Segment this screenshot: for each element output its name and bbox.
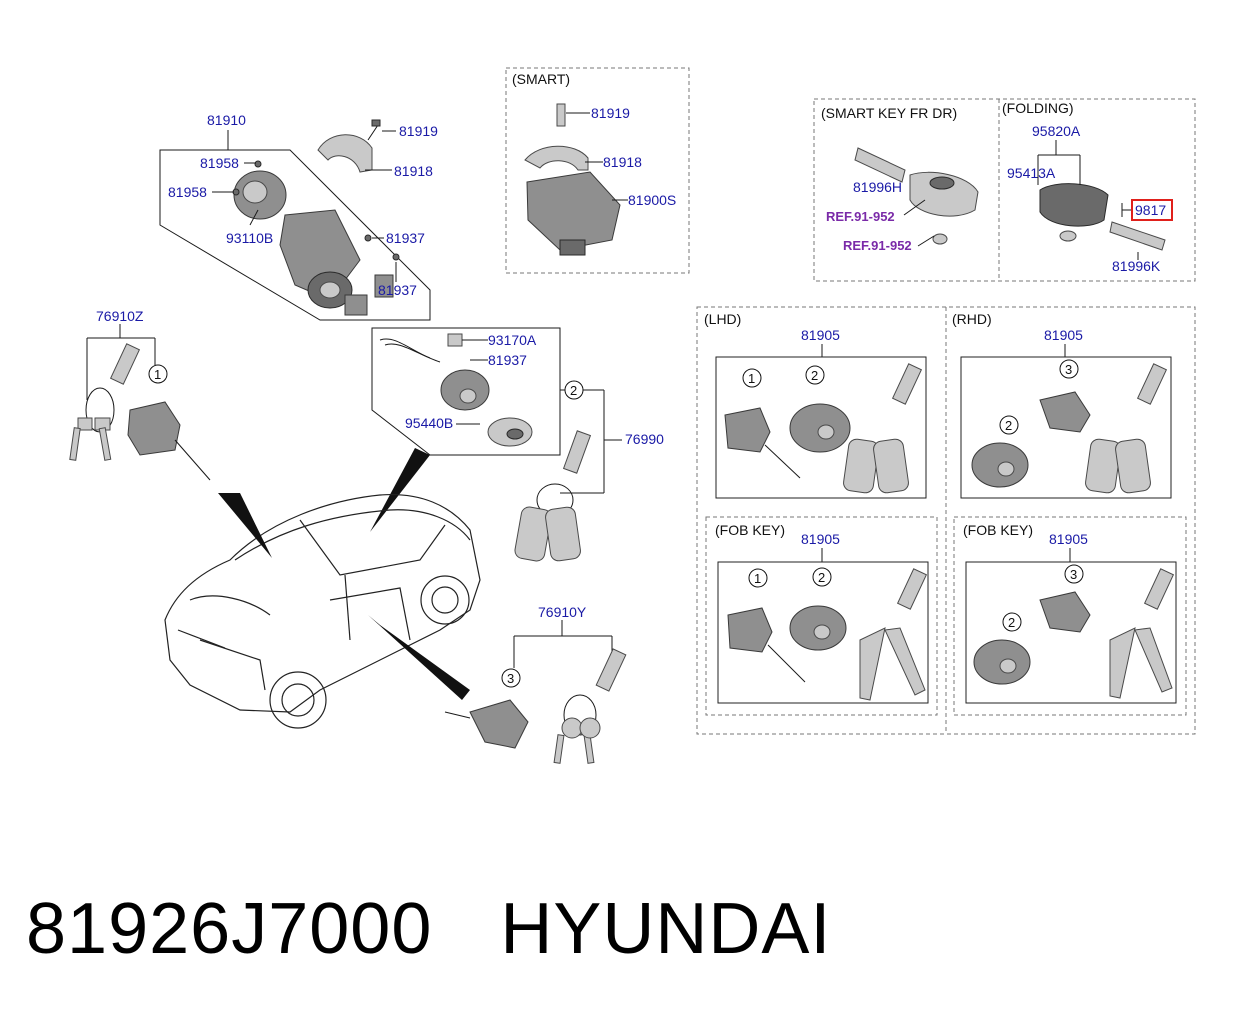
label-81905-a: 81905	[801, 327, 840, 343]
key-blade-icon	[98, 427, 112, 461]
smart-section: (SMART) 81919 81918 81900S	[505, 67, 690, 274]
label-81918-a: 81918	[394, 163, 433, 179]
key-blade-icon	[1109, 627, 1136, 699]
pointer-arrow-icon	[368, 615, 470, 700]
door-lock-cylinder-icon	[469, 699, 529, 749]
section-smart-key-fr-dr: (SMART KEY FR DR)	[821, 105, 957, 121]
pointer-arrow-icon	[370, 448, 430, 532]
highlight-box	[1131, 199, 1173, 221]
callout-3: 3	[1065, 362, 1072, 377]
label-81996k: 81996K	[1112, 258, 1161, 274]
fob-icon	[545, 506, 581, 562]
bolt-icon	[556, 103, 566, 127]
section-fob-key-right: (FOB KEY)	[963, 522, 1033, 538]
callout-2: 2	[570, 383, 577, 398]
key-tag-icon	[891, 363, 923, 405]
ref-91-952-b: REF.91-952	[843, 238, 912, 253]
vehicle-illustration	[164, 493, 481, 729]
section-folding: (FOLDING)	[1002, 100, 1074, 116]
section-lhd: (LHD)	[704, 311, 741, 327]
key-set-76990: 2 76990	[514, 380, 664, 562]
door-lock-cylinder-icon	[1039, 391, 1091, 433]
smart-key-folding-section: (SMART KEY FR DR) (FOLDING) 81996H REF.9…	[813, 98, 1196, 282]
key-tag-icon	[109, 343, 141, 385]
label-95413a: 95413A	[1007, 165, 1056, 181]
label-95440b: 95440B	[405, 415, 453, 431]
smart-key-fob-icon	[909, 171, 979, 217]
key-tag-icon	[1136, 363, 1168, 405]
label-76910z: 76910Z	[96, 308, 144, 324]
key-blade-icon	[553, 734, 565, 764]
callout-2: 2	[1005, 418, 1012, 433]
key-set-76910y: 76910Y 3	[444, 604, 627, 764]
folding-key-fob-icon	[1039, 183, 1109, 227]
label-76910y: 76910Y	[538, 604, 587, 620]
bracket-icon	[317, 134, 373, 173]
pointer-arrow-icon	[218, 493, 272, 558]
section-fob-key-left: (FOB KEY)	[715, 522, 785, 538]
callout-3: 3	[507, 671, 514, 686]
label-81937-b: 81937	[378, 282, 417, 298]
label-9817: 9817	[1135, 202, 1166, 218]
door-lock-cylinder-icon	[1039, 591, 1091, 633]
callout-2: 2	[1008, 615, 1015, 630]
key-tag-icon	[595, 648, 627, 692]
key-blade-icon	[1134, 627, 1173, 693]
key-blade-icon	[859, 627, 886, 701]
fob-icon	[873, 438, 909, 494]
label-81918-b: 81918	[603, 154, 642, 170]
section-smart: (SMART)	[512, 71, 570, 87]
label-81905-d: 81905	[1049, 531, 1088, 547]
key-set-76910z: 76910Z 1	[69, 308, 211, 481]
key-tag-icon	[1143, 568, 1175, 610]
key-tag-icon	[562, 430, 592, 474]
footer-caption: 81926J7000 HYUNDAI	[26, 888, 831, 988]
label-81958-a: 81958	[200, 155, 239, 171]
emergency-key-icon	[854, 147, 906, 183]
label-81919-a: 81919	[399, 123, 438, 139]
label-93110b: 93110B	[226, 230, 273, 246]
label-81996h: 81996H	[853, 179, 902, 195]
ignition-key-cylinder-group: 93170A 81937 95440B	[370, 327, 561, 532]
key-blade-icon	[69, 427, 81, 461]
callout-1: 1	[754, 571, 761, 586]
ref-91-952-a: REF.91-952	[826, 209, 895, 224]
callout-1: 1	[748, 371, 755, 386]
ignition-assembly-group: 81910 81958 81958 93110B 81919 81918 819…	[159, 112, 438, 321]
smart-lock-module-icon	[526, 171, 621, 251]
door-lock-cylinder-icon	[724, 407, 771, 453]
callout-1: 1	[154, 367, 161, 382]
brand-name: HYUNDAI	[500, 889, 832, 969]
label-81937-a: 81937	[386, 230, 425, 246]
key-blade-icon	[583, 734, 595, 764]
label-81937-c: 81937	[488, 352, 527, 368]
bracket-icon	[524, 145, 589, 171]
label-81919-b: 81919	[591, 105, 630, 121]
label-81905-c: 81905	[801, 531, 840, 547]
callout-3: 3	[1070, 567, 1077, 582]
car-body-icon	[164, 493, 481, 713]
callout-2: 2	[818, 570, 825, 585]
label-81900s: 81900S	[628, 192, 676, 208]
label-76990: 76990	[625, 431, 664, 447]
callout-2: 2	[811, 368, 818, 383]
label-95820a: 95820A	[1032, 123, 1081, 139]
label-81958-b: 81958	[168, 184, 207, 200]
label-93170a: 93170A	[488, 332, 537, 348]
door-lock-cylinder-icon	[127, 401, 181, 456]
door-lock-cylinder-icon	[727, 607, 773, 653]
section-rhd: (RHD)	[952, 311, 992, 327]
parts-diagram: 81910 81958 81958 93110B 81919 81918 819…	[69, 67, 1196, 764]
folding-key-blade-icon	[1109, 221, 1166, 251]
key-blade-icon	[884, 627, 926, 696]
key-tag-icon	[896, 568, 928, 610]
lhd-rhd-section: (LHD) (RHD) 81905 1 2 81905 3 2 (FOB KEY	[696, 306, 1196, 735]
label-81905-b: 81905	[1044, 327, 1083, 343]
label-81910: 81910	[207, 112, 246, 128]
fob-icon	[1115, 438, 1151, 494]
part-number: 81926J7000	[26, 889, 433, 969]
